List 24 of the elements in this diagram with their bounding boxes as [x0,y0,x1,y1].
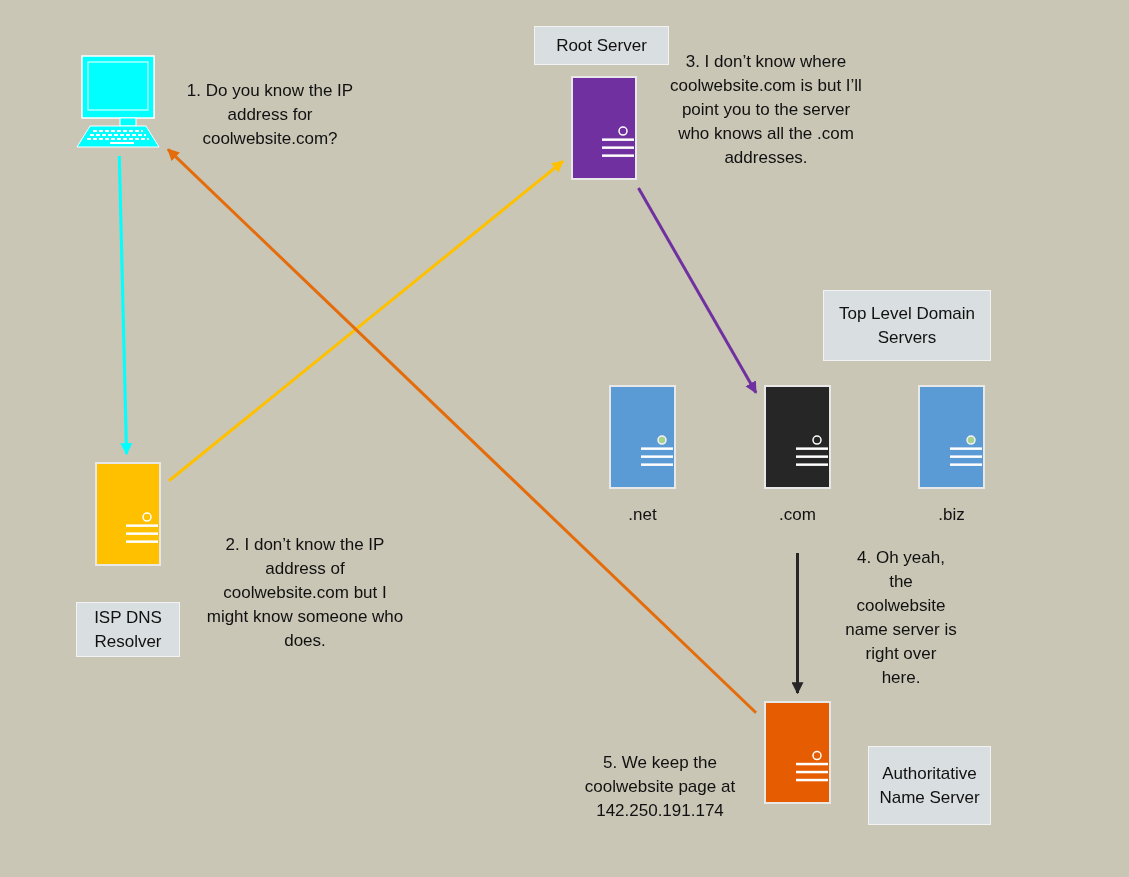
server-label: .com [779,505,816,525]
arrow [637,187,758,394]
message-text: 2. I don’t know the IP address of coolwebsite.com but I might know someone who does. [205,534,405,652]
server-icon [609,385,676,489]
message-text: 3. I don’t know where coolwebsite.com is but I’ll point you to the server who knows all the .com addresses. [670,51,862,169]
server-icon [764,701,831,804]
arrow [791,553,804,695]
server-label: .net [628,505,657,525]
arrow [166,148,758,714]
name-box: Authoritative Name Server [868,746,991,825]
name-box: ISP DNS Resolver [76,602,180,657]
message-text: 5. We keep the coolwebsite page at 142.250.191.174 [583,752,737,822]
server-label: .biz [938,505,965,525]
name-box: Root Server [534,26,669,65]
server-icon [918,385,985,489]
message-text: 1. Do you know the IP address for coolwebsite.com? [185,80,355,150]
message-text: 4. Oh yeah, the coolwebsite name server is right over here. [845,547,957,689]
server-icon [764,385,831,489]
server-icon [571,76,637,180]
name-box: Top Level Domain Servers [823,290,991,361]
server-icon [95,462,161,566]
arrow [168,160,564,482]
arrow [117,155,133,456]
computer-icon [76,55,160,148]
